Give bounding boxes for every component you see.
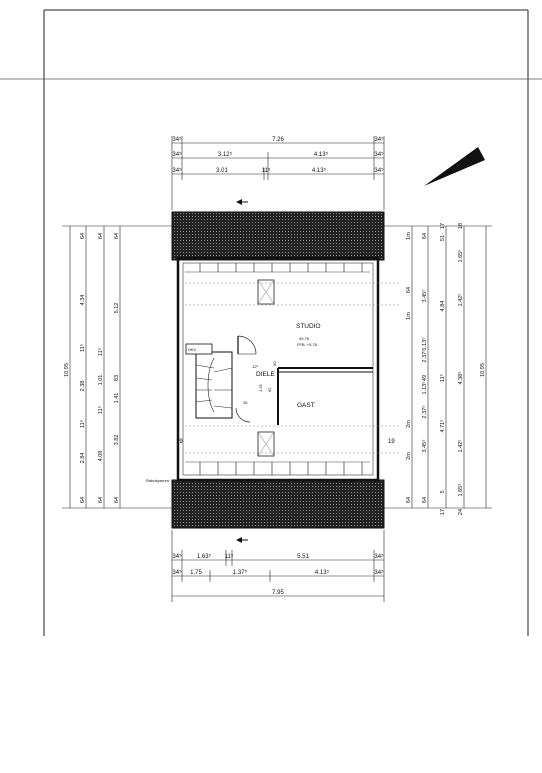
dim-left-col_b-4: 4.09 <box>98 451 104 462</box>
dim-stair-width: 62 <box>267 387 272 392</box>
dim-left-col_a-4: 11⁵ <box>79 420 86 428</box>
dim-right-outer-0: 10.95 <box>480 363 486 377</box>
label-rabdsparren-left: Rabdsparren <box>146 478 169 483</box>
room-label-gast: GAST <box>297 402 315 409</box>
dim-top-row2-0: 34⁵ <box>172 151 182 158</box>
dim-left-col_a-2: 11⁵ <box>79 344 86 352</box>
dim-bottom-row1-1: 1.63⁵ <box>197 553 212 560</box>
dim-right-col_b-1: 3.45⁵ <box>421 290 428 303</box>
dim-12: 12⁵ <box>252 364 258 369</box>
dim-right-col_a-1: 1m <box>406 312 412 320</box>
dim-right-col_a-4: 1m <box>406 232 412 240</box>
label-rabdsparren-mid: Rabdsparren <box>231 478 254 483</box>
dim-bottom-row1-3: 5.51 <box>297 554 309 560</box>
dim-top-row3-4: 34⁵ <box>374 167 384 174</box>
dim-bottom-row3-0: 7.95 <box>272 590 284 596</box>
dim-top-row3-1: 3.01 <box>216 168 228 174</box>
dim-right-col_c-5: 5 <box>440 490 446 493</box>
dim-left-col_c-0: 64 <box>114 233 120 239</box>
dim-right-gap: 19 <box>388 439 395 445</box>
dim-right-col_b-5: 1.13⁵ <box>421 382 428 395</box>
dim-top-row1-1: 7.26 <box>272 137 284 143</box>
dim-right-col_b-6: 2.37⁵ <box>421 406 428 419</box>
staircase-icon <box>195 351 233 419</box>
door-swing-icon <box>235 335 257 423</box>
dim-top-row3-0: 34⁵ <box>172 167 182 174</box>
dim-right-col_c-3: 11⁵ <box>439 374 446 382</box>
dim-left-col_c-2: 83 <box>114 375 120 381</box>
dim-bottom-row1-2: 11⁵ <box>225 553 234 560</box>
dim-left-col_a-0: 64 <box>80 233 86 239</box>
dim-left-gap: 19 <box>176 439 183 445</box>
dim-right-col_c-2: 4.84 <box>440 301 446 312</box>
dim-stair-tread: 1.25 <box>258 383 263 392</box>
dim-bottom-row2-3: 4.13⁵ <box>315 569 330 576</box>
dim-right-col_c-1: 51 <box>440 235 446 241</box>
dim-right-col_b-4: 49 <box>422 375 428 381</box>
dim-bottom-row2-1: 1.75 <box>190 570 202 576</box>
dim-bottom-row2-0: 34⁵ <box>172 569 182 576</box>
dim-right-col_c-0: 17 <box>440 223 446 229</box>
dim-left-col_c-1: 5.12 <box>114 303 120 314</box>
dim-top-row3-2: 11⁵ <box>262 167 271 174</box>
outer-wall <box>176 256 380 482</box>
dim-right-col_a-3: 2m <box>406 452 412 460</box>
dim-top-row2-2: 4.13⁵ <box>314 151 329 158</box>
dim-left-col_b-0: 64 <box>98 233 104 239</box>
dim-top-row2-1: 3.12⁵ <box>218 151 233 158</box>
dim-26: 26 <box>243 400 248 405</box>
dim-left-col_a-3: 2.38 <box>80 381 86 392</box>
dim-right-col_b-0: 64 <box>422 233 428 239</box>
dim-stair-height: 50 <box>272 361 277 366</box>
dim-right-col_b-3: 2.37⁵ <box>421 350 428 363</box>
dim-right-col_a-2: 2m <box>406 420 412 428</box>
dim-left-col_a-5: 2.84 <box>80 453 86 464</box>
skylight-bottom-icon <box>257 431 275 457</box>
room-ffb-studio: FFB: +5,78 <box>297 342 318 347</box>
dim-top-row1-0: 34⁵ <box>172 136 182 143</box>
room-label-hkv: HKV <box>188 347 197 352</box>
dim-left-col_b-3: 11⁵ <box>97 406 104 414</box>
dim-right-col_a-5: 64 <box>406 497 412 503</box>
dim-right-col_b-2: 1.13⁵ <box>421 338 428 351</box>
skylight-top-icon <box>257 279 275 305</box>
dim-left-col_b-5: 64 <box>98 497 104 503</box>
dim-top-row1-2: 34⁵ <box>374 136 384 143</box>
dim-right-col_d-4: 1.42⁵ <box>457 440 464 453</box>
dim-top-row2-3: 34⁵ <box>374 151 384 158</box>
dim-left-outer-0: 10.95 <box>64 363 70 377</box>
dim-bottom-row1-4: 34⁵ <box>374 553 384 560</box>
north-arrow-icon <box>424 147 485 186</box>
roof-section-top <box>171 211 385 261</box>
room-label-diele: DIELE <box>256 371 275 378</box>
dim-right-col_c-4: 4.71⁵ <box>439 420 446 433</box>
room-label-studio: STUDIO <box>296 323 321 330</box>
dim-bottom-row2-2: 1.37⁵ <box>233 569 248 576</box>
room-area-studio: 49,78 <box>299 336 310 341</box>
dim-left-col_c-5: 64 <box>114 497 120 503</box>
dim-left-col_a-1: 4.34 <box>80 295 86 306</box>
dim-right-col_d-5: 1.65⁵ <box>457 484 464 497</box>
dim-right-col_d-6: 24 <box>458 509 464 515</box>
roof-section-bottom <box>171 479 385 529</box>
dim-left-col_c-3: 1.41 <box>114 393 120 404</box>
dim-right-col_a-0: 64 <box>406 287 412 293</box>
dim-left-col_b-1: 11⁵ <box>97 348 104 356</box>
dim-top-row3-3: 4.13⁵ <box>312 167 327 174</box>
dim-right-col_b-7: 3.45⁵ <box>421 440 428 453</box>
dim-right-col_d-3: 4.38⁵ <box>457 372 464 385</box>
dim-left-col_a-6: 64 <box>80 497 86 503</box>
dim-right-col_d-2: 1.42⁵ <box>457 294 464 307</box>
dim-right-col_d-1: 1.65⁵ <box>457 250 464 263</box>
dim-bottom-row1-0: 34⁵ <box>172 553 182 560</box>
dim-bottom-row2-4: 34⁵ <box>374 569 384 576</box>
dim-left-col_b-2: 1.01 <box>98 375 104 386</box>
label-rabdsparren-right: Rabdsparren <box>332 478 355 483</box>
dim-left-col_c-4: 3.82 <box>114 435 120 446</box>
dim-right-col_b-8: 64 <box>422 497 428 503</box>
dim-right-col_c-6: 17 <box>440 509 446 515</box>
dim-right-col_d-0: 18 <box>458 223 464 229</box>
